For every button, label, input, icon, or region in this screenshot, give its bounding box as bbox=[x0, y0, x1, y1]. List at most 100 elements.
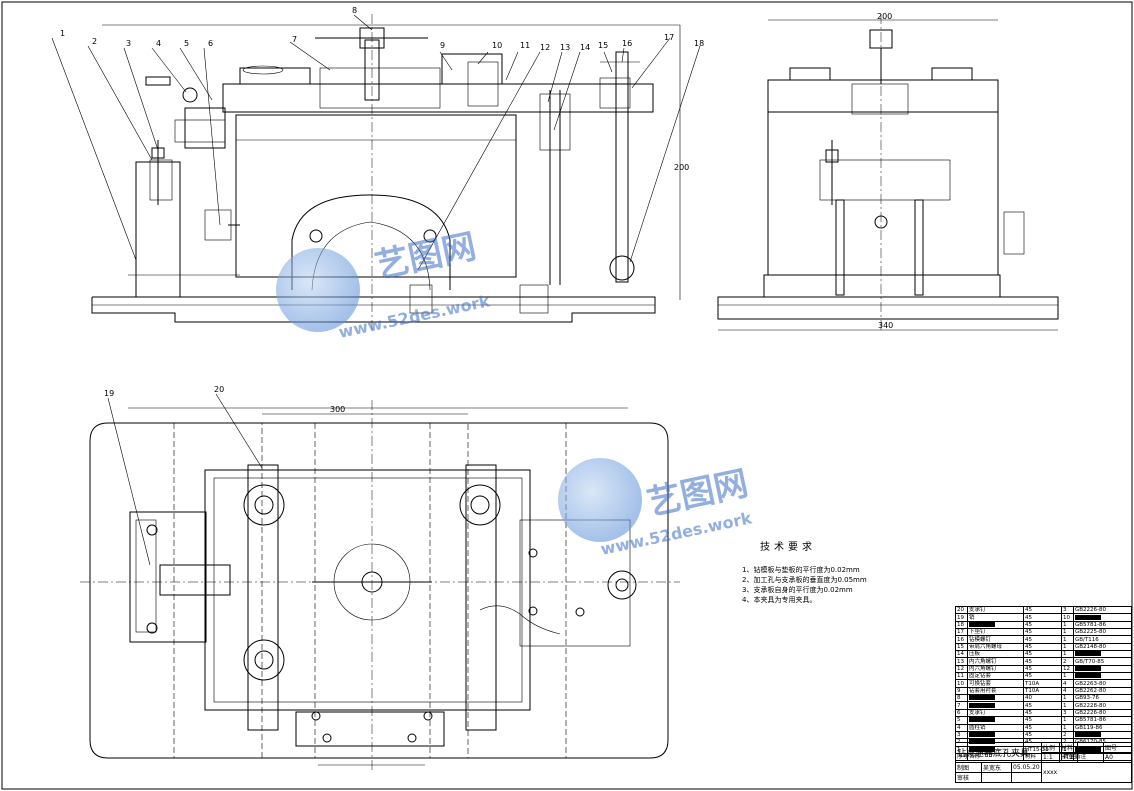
bom-cell-name bbox=[967, 620, 1024, 630]
bom-cell-qty: 2 bbox=[1061, 730, 1074, 740]
callout-11: 11 bbox=[520, 41, 530, 50]
redacted-mark bbox=[969, 703, 995, 708]
callout-13: 13 bbox=[560, 43, 570, 52]
bom-cell-mat: 45 bbox=[1023, 664, 1062, 674]
bom-cell-no: 17 bbox=[955, 628, 968, 637]
drawn-by: 吴宽东 bbox=[981, 762, 1012, 773]
bom-cell-qty: 1 bbox=[1061, 620, 1074, 630]
bom-cell-name bbox=[967, 716, 1024, 725]
watermark-brand-top: 艺图网 bbox=[372, 226, 480, 286]
scale-label: 比例 bbox=[1041, 742, 1061, 753]
redacted-mark bbox=[1075, 673, 1101, 679]
drawn-label: 制图 bbox=[955, 762, 982, 773]
callout-15: 15 bbox=[598, 41, 608, 50]
bom-cell-qty: 1 bbox=[1061, 672, 1074, 681]
bom-cell-name: 带肩六角螺母 bbox=[967, 642, 1024, 652]
bom-cell-name: 支承钉 bbox=[967, 708, 1024, 718]
svg-text:200: 200 bbox=[674, 163, 689, 172]
bom-cell-std: GB/T116 bbox=[1073, 635, 1132, 644]
tech-item: 1、钻模板与垫板的平行度为0.02mm bbox=[742, 566, 860, 574]
bom-cell-no: 6 bbox=[955, 708, 968, 718]
bom-cell-mat: 45 bbox=[1023, 642, 1062, 652]
callout-18: 18 bbox=[694, 39, 704, 48]
bom-cell-std: GB/T70-85 bbox=[1073, 657, 1132, 666]
bom-cell-mat: 45 bbox=[1023, 613, 1062, 622]
drawn-date: 05.05.20 bbox=[1010, 762, 1043, 773]
bom-cell-qty: 10 bbox=[1061, 613, 1074, 622]
bom-cell-qty: 1 bbox=[1061, 701, 1074, 710]
bom-cell-name: 下垫钉 bbox=[967, 628, 1024, 637]
bom-cell-qty: 2 bbox=[1061, 657, 1074, 666]
callout-9: 9 bbox=[440, 41, 445, 50]
bom-cell-no: 8 bbox=[955, 694, 968, 703]
school-field: xxxx bbox=[1041, 762, 1133, 783]
bom-cell-no: 4 bbox=[955, 723, 968, 732]
callout-19: 19 bbox=[104, 389, 114, 398]
bom-cell-std: GB5781-86 bbox=[1073, 716, 1132, 725]
bom-cell-qty: 3 bbox=[1061, 708, 1074, 718]
bom-cell-mat: 45 bbox=[1023, 672, 1062, 681]
sheet-label: 图号 bbox=[1103, 742, 1133, 753]
callout-6: 6 bbox=[208, 39, 213, 48]
bom-cell-no: 12 bbox=[955, 664, 968, 674]
plan-view: 300 bbox=[80, 400, 680, 770]
bom-cell-mat: 45 bbox=[1023, 605, 1062, 615]
bom-cell-qty: 4 bbox=[1061, 686, 1074, 696]
bom-cell-qty: 1 bbox=[1061, 642, 1074, 652]
callout-4: 4 bbox=[156, 39, 161, 48]
side-view: 200 340 bbox=[717, 12, 1059, 331]
bom-cell-name: 支承钉 bbox=[967, 605, 1024, 615]
plan-callouts: 19 20 bbox=[104, 385, 263, 566]
callout-17: 17 bbox=[664, 33, 674, 42]
bom-cell-qty: 1 bbox=[1061, 650, 1074, 659]
bom-cell-name bbox=[967, 730, 1024, 740]
callout-12: 12 bbox=[540, 43, 550, 52]
bom-cell-no: 13 bbox=[955, 657, 968, 666]
svg-text:300: 300 bbox=[330, 405, 345, 414]
bom-cell-name: 圆柱销 bbox=[967, 723, 1024, 732]
bom-cell-name: 固定钻套 bbox=[967, 672, 1024, 681]
bom-cell-qty: 4 bbox=[1061, 679, 1074, 688]
bom-cell-name: 内六角螺钉 bbox=[967, 664, 1024, 674]
bom-cell-qty: 1 bbox=[1061, 716, 1074, 725]
material-value: HT15-33 bbox=[1059, 752, 1079, 763]
redacted-mark bbox=[1075, 666, 1101, 671]
bom-cell-no: 16 bbox=[955, 635, 968, 644]
bom-cell-std bbox=[1073, 664, 1132, 674]
watermark-url-top: www.52des.work bbox=[337, 291, 492, 342]
bom-cell-no: 19 bbox=[955, 613, 968, 622]
bom-cell-std bbox=[1073, 613, 1132, 622]
bom-cell-no: 10 bbox=[955, 679, 968, 688]
bom-cell-no: 3 bbox=[955, 730, 968, 740]
front-view-callouts bbox=[51, 14, 701, 271]
redacted-mark bbox=[1075, 651, 1101, 657]
bom-cell-std: GB93-76 bbox=[1073, 694, 1132, 703]
bom-cell-name bbox=[967, 701, 1024, 710]
callout-20: 20 bbox=[214, 385, 224, 394]
bom-cell-qty: 12 bbox=[1061, 664, 1074, 674]
bom-cell-no: 15 bbox=[955, 642, 968, 652]
watermark-mid: 艺图网 www.52des.work bbox=[558, 458, 754, 559]
front-view: 200 bbox=[91, 14, 689, 330]
bom-cell-std: GB2225-80 bbox=[1073, 628, 1132, 637]
redacted-mark bbox=[1075, 614, 1101, 620]
bom-cell-name: 内六角螺钉 bbox=[967, 657, 1024, 666]
bom-cell-no: 14 bbox=[955, 650, 968, 659]
bom-cell-qty: 1 bbox=[1061, 723, 1074, 732]
title-block: 钻减速器底孔夹具 比例 材料 图号 1:1 HT15-33 A0 制图 吴宽东 … bbox=[954, 742, 1133, 789]
bom-cell-no: 5 bbox=[955, 716, 968, 725]
tech-item: 3、支承板自身的平行度为0.02mm bbox=[742, 586, 853, 594]
bom-cell-mat: T10A bbox=[1023, 686, 1062, 696]
redacted-mark bbox=[969, 695, 995, 701]
